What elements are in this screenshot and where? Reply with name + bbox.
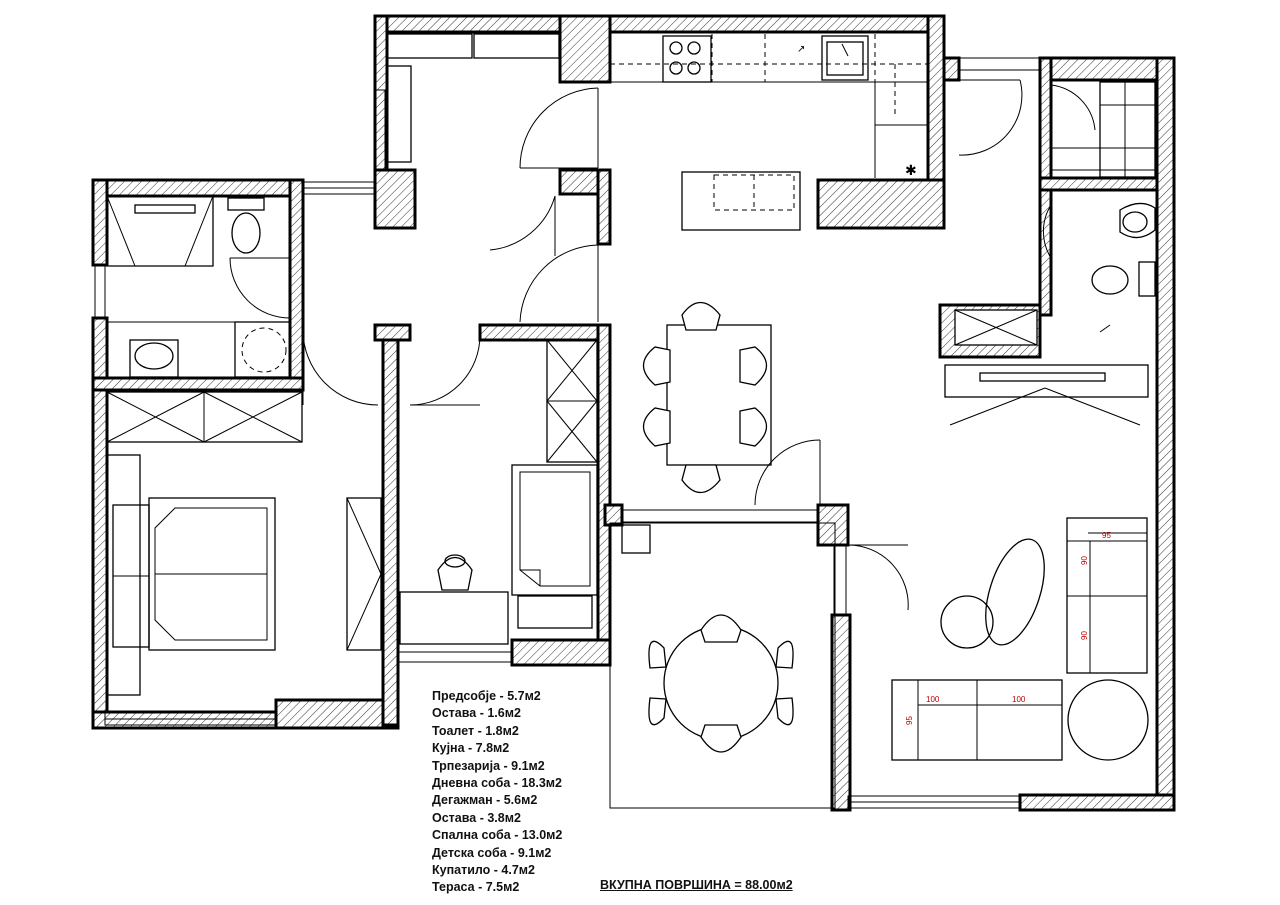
legend-row: Тераса - 7.5м2	[432, 880, 520, 895]
svg-text:✱: ✱	[905, 163, 917, 179]
legend-row: Трпезарија - 9.1м2	[432, 758, 545, 773]
legend-row: Спална соба - 13.0м2	[432, 828, 563, 843]
bedroom	[106, 391, 382, 696]
doors	[229, 79, 1096, 611]
living-room	[891, 364, 1149, 761]
legend-row: Детска соба - 9.1м2	[432, 845, 552, 860]
legend-row: Дегажман - 5.6м2	[432, 793, 538, 808]
dim-couch-seat-2: 100	[1012, 695, 1026, 704]
dim-sofa-seat-1: 90	[1080, 556, 1089, 565]
legend-row: Остава - 1.6м2	[432, 706, 521, 721]
legend-row: Тоалет - 1.8м2	[432, 723, 519, 738]
total-area: ВКУПНА ПОВРШИНА = 88.00м2	[600, 878, 793, 892]
dim-sofa-seat-2: 90	[1080, 631, 1089, 640]
walls	[91, 14, 1176, 812]
legend-row: Купатило - 4.7м2	[432, 863, 535, 878]
dim-couch-depth: 95	[905, 716, 914, 725]
kitchen: ↗ ✱	[610, 34, 928, 231]
toilet-room	[1051, 81, 1156, 333]
dim-sofa-width: 95	[1102, 531, 1111, 540]
legend-row: Остава - 3.8м2	[432, 810, 521, 825]
bathroom	[106, 195, 291, 378]
windows	[94, 57, 1041, 809]
storage-shelves	[386, 33, 560, 163]
legend-row: Предсобје - 5.7м2	[432, 689, 541, 703]
dimension-labels: 95 90 90 100 100 95	[905, 531, 1111, 725]
svg-text:↗: ↗	[797, 44, 805, 55]
legend-row: Кујна - 7.8м2	[432, 741, 510, 756]
dim-couch-seat-1: 100	[926, 695, 940, 704]
room-area-legend: Предсобје - 5.7м2 Остава - 1.6м2 Тоалет …	[432, 688, 562, 897]
childrens-room	[399, 339, 598, 645]
dining-table	[642, 301, 772, 494]
shower-tray	[954, 309, 1038, 346]
terrace	[621, 524, 794, 753]
legend-row: Дневна соба - 18.3м2	[432, 776, 562, 791]
